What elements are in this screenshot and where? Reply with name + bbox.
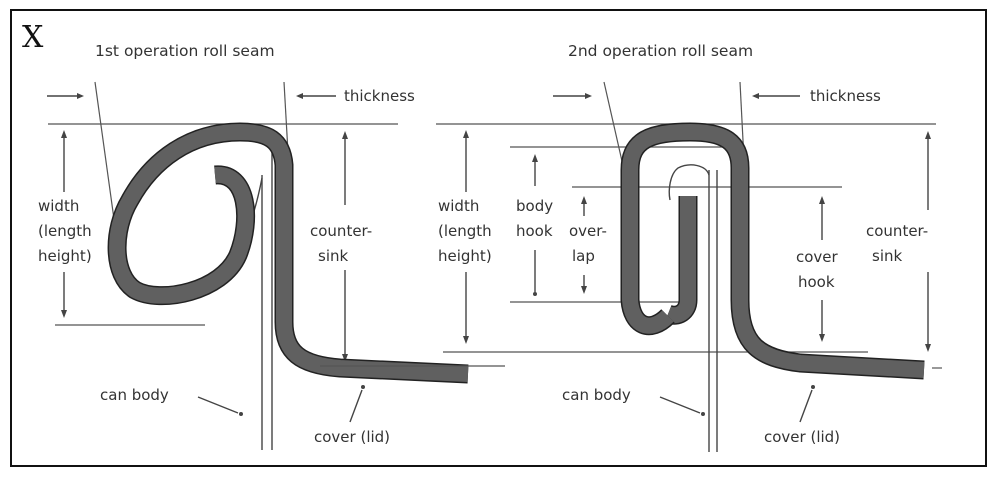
second-thickness-arrowhead-right (752, 93, 759, 99)
first-cover-label: cover (lid) (314, 428, 390, 446)
second-overlap-label-1: over- (569, 222, 607, 240)
second-overlap-arrowhead-top (581, 196, 587, 204)
first-countersink-arrowhead-bottom (342, 354, 348, 362)
second-coverhook-arrowhead-top (819, 196, 825, 204)
second-coverhook-label-2: hook (798, 273, 835, 291)
second-cover-label: cover (lid) (764, 428, 840, 446)
second-can-body-pointer (659, 396, 701, 414)
second-width-label-1: width (438, 197, 479, 215)
first-width-label-3: height) (38, 247, 92, 265)
first-cover-pointer-dot (361, 385, 365, 389)
first-countersink-label-2: sink (318, 247, 348, 265)
second-inner-leg-metal (665, 196, 696, 324)
first-thickness-arrowhead-left (77, 93, 84, 99)
second-countersink-arrowhead-top (925, 131, 931, 139)
second-body-hook-loop (668, 164, 710, 201)
first-countersink-label-1: counter- (310, 222, 372, 240)
second-width-arrowhead-bottom (463, 336, 469, 344)
second-coverhook-arrowhead-bottom (819, 334, 825, 342)
first-thickness-label: thickness (344, 87, 415, 105)
second-countersink-label-1: counter- (866, 222, 928, 240)
first-can-body-pointer (197, 396, 239, 414)
second-bodyhook-label-1: body (516, 197, 553, 215)
first-cover-pointer (349, 389, 363, 423)
second-thickness-label: thickness (810, 87, 881, 105)
second-can-body-pointer-dot (701, 412, 705, 416)
first-can-body-pointer-dot (239, 412, 243, 416)
second-width-label-3: height) (438, 247, 492, 265)
first-width-label-2: (length (38, 222, 92, 240)
first-countersink-arrowhead-top (342, 131, 348, 139)
second-width-arrowhead-top (463, 130, 469, 138)
second-overlap-label-2: lap (572, 247, 595, 265)
second-bodyhook-label-2: hook (516, 222, 553, 240)
panel-second-operation: 2nd operation roll seam thickness width … (436, 42, 942, 452)
panel-first-operation: 1st operation roll seam thickness width … (38, 42, 505, 450)
second-title: 2nd operation roll seam (568, 42, 753, 60)
first-width-arrowhead-top (61, 130, 67, 138)
figure-frame (10, 9, 987, 467)
second-bodyhook-arrowhead-top (532, 154, 538, 162)
second-width-label-2: (length (438, 222, 492, 240)
second-countersink-label-2: sink (872, 247, 902, 265)
second-cover-pointer-dot (811, 385, 815, 389)
second-cover-pointer (799, 389, 813, 423)
second-bodyhook-dot-bottom (533, 292, 537, 296)
second-can-body-label: can body (562, 386, 631, 404)
second-pointer-left (603, 81, 625, 171)
first-cover-metal (109, 124, 469, 382)
first-width-label-1: width (38, 197, 79, 215)
second-cover-metal (622, 124, 925, 378)
second-thickness-arrowhead-left (585, 93, 592, 99)
figure-label: X (22, 20, 44, 55)
second-overlap-arrowhead-bottom (581, 286, 587, 294)
first-can-body-label: can body (100, 386, 169, 404)
first-thickness-arrowhead-right (296, 93, 303, 99)
second-countersink-arrowhead-bottom (925, 344, 931, 352)
first-title: 1st operation roll seam (95, 42, 275, 60)
first-width-arrowhead-bottom (61, 310, 67, 318)
second-coverhook-label-1: cover (796, 248, 839, 266)
